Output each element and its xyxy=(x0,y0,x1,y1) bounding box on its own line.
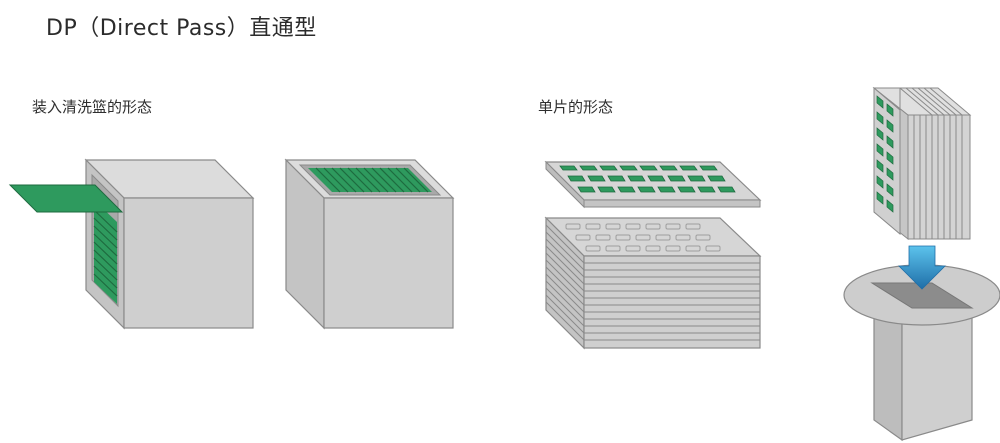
pedestal xyxy=(843,264,1000,442)
board-slot-lines xyxy=(93,209,118,297)
board-stack-top xyxy=(308,168,432,192)
tray-front-edge xyxy=(583,199,761,208)
basket-front-face xyxy=(123,197,254,329)
down-arrow-icon xyxy=(898,245,946,290)
basket-front-face xyxy=(323,197,454,329)
stacked-trays xyxy=(544,216,762,350)
stack-layer-lines xyxy=(545,224,760,341)
single-tray xyxy=(544,160,762,209)
basket-form-label: 装入清洗篮的形态 xyxy=(32,98,153,116)
inserting-board xyxy=(8,184,124,213)
vertical-board-stack xyxy=(872,86,972,241)
front-board-chips xyxy=(876,95,894,213)
pedestal-slot xyxy=(870,282,974,309)
stack-top-pockets xyxy=(565,223,721,252)
single-form-label: 单片的形态 xyxy=(538,98,614,116)
basket-top-open xyxy=(284,158,455,330)
basket-side-loaded xyxy=(8,158,255,330)
page-title: DP（Direct Pass）直通型 xyxy=(46,16,317,41)
tray-chips xyxy=(559,165,736,193)
board-top-lines xyxy=(315,167,429,193)
basket-boards xyxy=(93,200,118,304)
